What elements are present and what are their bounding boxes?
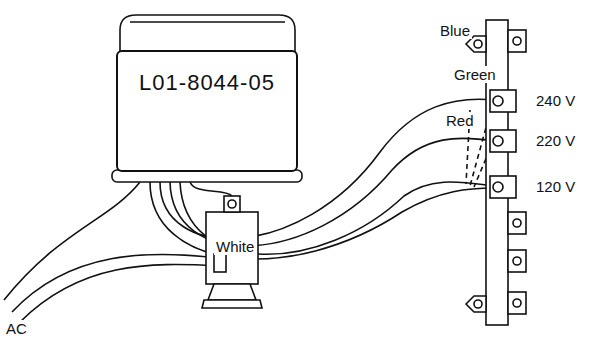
voltage-tap: 240 V [534,92,577,109]
fuse-nut [202,300,262,308]
part-number: L01-8044-05 [118,70,296,96]
fuse-wire [190,182,232,196]
supply-label: AC [4,320,29,337]
transformer-bell-edge [130,21,285,23]
voltage-tap: 220 V [534,132,577,149]
transformer-box: L01-8044-05 [116,50,298,172]
wire-color: Green [452,66,498,83]
fuse-white-lug [214,254,226,272]
wire-color: Red [444,112,476,129]
fuse-lug [224,196,240,212]
wire-color: Blue [438,22,472,39]
ac-cord [4,182,140,300]
wire-color: White [214,238,256,255]
wire [150,182,495,259]
ac-cord [12,254,218,312]
fuse-holder [206,212,258,284]
fuse-lug-hole [228,200,236,208]
voltage-tap: 120 V [534,178,577,195]
fuse-cap [208,284,256,300]
ac-cord [20,265,218,322]
